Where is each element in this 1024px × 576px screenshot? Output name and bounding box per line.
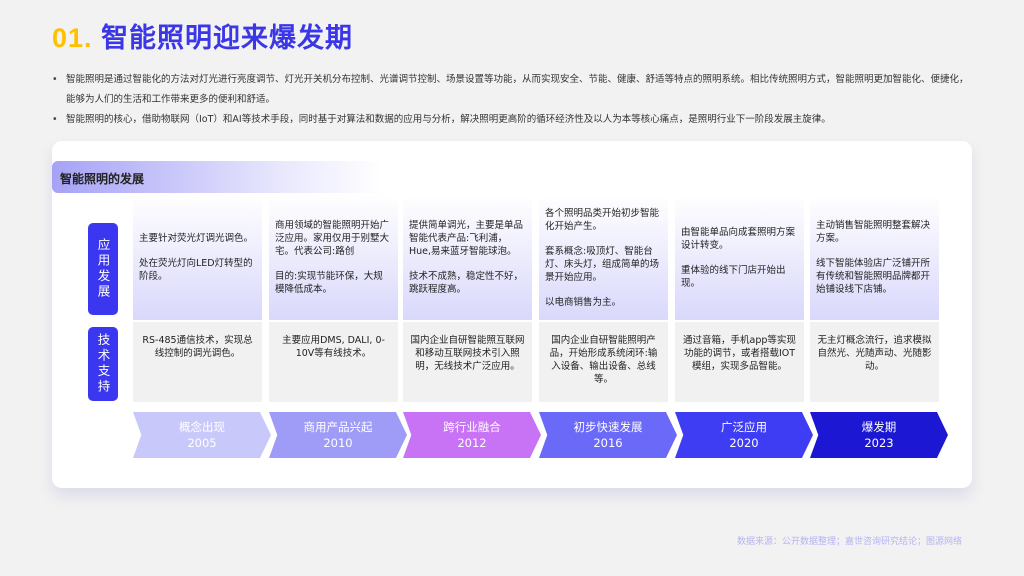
application-cell: 由智能单品向成套照明方案设计转变。重体验的线下门店开始出现。 [675, 195, 804, 320]
page-title: 01. 智能照明迎来爆发期 [52, 23, 354, 53]
stage-chevron: 广泛应用 2020 [675, 412, 813, 458]
technology-cell: 国内企业自研智能照明产品，开始形成系统闭环:输入设备、输出设备、总线等。 [539, 322, 668, 402]
application-text: 主动销售智能照明整套解决方案。 [816, 220, 931, 244]
row-label-application: 应用发展 [88, 223, 118, 315]
stage-name: 爆发期 [861, 420, 897, 434]
stage-name: 商用产品兴起 [303, 420, 373, 434]
card-title: 智能照明的发展 [52, 161, 382, 193]
stage-chevron: 初步快速发展 2016 [539, 412, 677, 458]
bullet-item: 智能照明是通过智能化的方法对灯光进行亮度调节、灯光开关机分布控制、光谱调节控制、… [52, 70, 977, 110]
stage-year: 2020 [729, 436, 759, 450]
stage-year: 2012 [457, 436, 487, 450]
stage-chevron: 概念出现 2005 [133, 412, 271, 458]
stage-name: 概念出现 [179, 420, 225, 434]
stage-year: 2016 [593, 436, 623, 450]
row-label-technology: 技术支持 [88, 327, 118, 401]
stage-chevron: 跨行业融合 2012 [403, 412, 541, 458]
technology-cell: RS-485通信技术，实现总线控制的调光调色。 [133, 322, 262, 402]
stage-name: 跨行业融合 [443, 420, 501, 434]
stage-year: 2005 [187, 436, 217, 450]
technology-text: RS-485通信技术，实现总线控制的调光调色。 [142, 335, 253, 359]
application-cell: 商用领域的智能照明开始广泛应用。家用仅用于别墅大宅。代表公司:路创目的:实现节能… [269, 195, 398, 320]
application-text: 各个照明品类开始初步智能化开始产生。 [545, 207, 660, 232]
application-text: 商用领域的智能照明开始广泛应用。家用仅用于别墅大宅。代表公司:路创 [275, 220, 390, 257]
bullet-item: 智能照明的核心，借助物联网（IoT）和AI等技术手段，同时基于对算法和数据的应用… [52, 110, 977, 130]
application-text: 以电商销售为主。 [545, 296, 622, 308]
data-source: 数据来源：公开数据整理；嘉世咨询研究结论；图源网络 [737, 537, 963, 547]
application-text: 套系概念:吸顶灯、智能台灯、床头灯，组成简单的场景开始应用。 [545, 245, 660, 283]
stage-year: 2023 [864, 436, 894, 450]
technology-text: 无主灯概念流行，追求模拟自然光、光随声动、光随影动。 [817, 335, 932, 372]
application-text: 由智能单品向成套照明方案设计转变。 [681, 226, 796, 251]
technology-cell: 国内企业自研智能照互联网和移动互联网技术引入照明，无线技术广泛应用。 [403, 322, 532, 402]
application-cell: 提供简单调光，主要是单品智能代表产品:飞利浦，Hue,易来蓝牙智能球泡。技术不成… [403, 195, 532, 320]
application-text: 处在荧光灯向LED灯转型的阶段。 [139, 258, 253, 282]
stage-name: 广泛应用 [721, 420, 767, 434]
technology-cell: 通过音箱，手机app等实现功能的调节，或者搭载IOT模组，实现多品智能。 [675, 322, 804, 402]
stage-chevron: 商用产品兴起 2010 [269, 412, 407, 458]
stage-name: 初步快速发展 [573, 420, 643, 434]
application-text: 主要针对荧光灯调光调色。 [139, 233, 254, 244]
development-card: 智能照明的发展 应用发展 技术支持 主要针对荧光灯调光调色。处在荧光灯向LED灯… [52, 141, 972, 488]
intro-bullets: 智能照明是通过智能化的方法对灯光进行亮度调节、灯光开关机分布控制、光谱调节控制、… [52, 70, 977, 130]
technology-cell: 主要应用DMS, DALI, 0-10V等有线技术。 [269, 322, 398, 402]
technology-text: 国内企业自研智能照互联网和移动互联网技术引入照明，无线技术广泛应用。 [410, 335, 525, 372]
technology-text: 国内企业自研智能照明产品，开始形成系统闭环:输入设备、输出设备、总线等。 [549, 335, 658, 385]
application-cell: 主要针对荧光灯调光调色。处在荧光灯向LED灯转型的阶段。 [133, 195, 262, 320]
application-cell: 主动销售智能照明整套解决方案。线下智能体验店广泛铺开所有传统和智能照明品牌都开始… [810, 195, 939, 320]
stage-year: 2010 [323, 436, 353, 450]
application-cell: 各个照明品类开始初步智能化开始产生。套系概念:吸顶灯、智能台灯、床头灯，组成简单… [539, 195, 668, 320]
technology-cell: 无主灯概念流行，追求模拟自然光、光随声动、光随影动。 [810, 322, 939, 402]
stage-chevron: 爆发期 2023 [810, 412, 948, 458]
application-text: 技术不成熟，稳定性不好，跳跃程度高。 [409, 271, 524, 295]
technology-text: 通过音箱，手机app等实现功能的调节，或者搭载IOT模组，实现多品智能。 [683, 335, 796, 372]
application-text: 线下智能体验店广泛铺开所有传统和智能照明品牌都开始铺设线下店铺。 [816, 258, 931, 295]
application-text: 重体验的线下门店开始出现。 [681, 264, 786, 289]
technology-text: 主要应用DMS, DALI, 0-10V等有线技术。 [282, 335, 385, 359]
application-text: 目的:实现节能环保，大规模降低成本。 [275, 271, 383, 295]
application-text: 提供简单调光，主要是单品智能代表产品:飞利浦，Hue,易来蓝牙智能球泡。 [409, 220, 524, 257]
